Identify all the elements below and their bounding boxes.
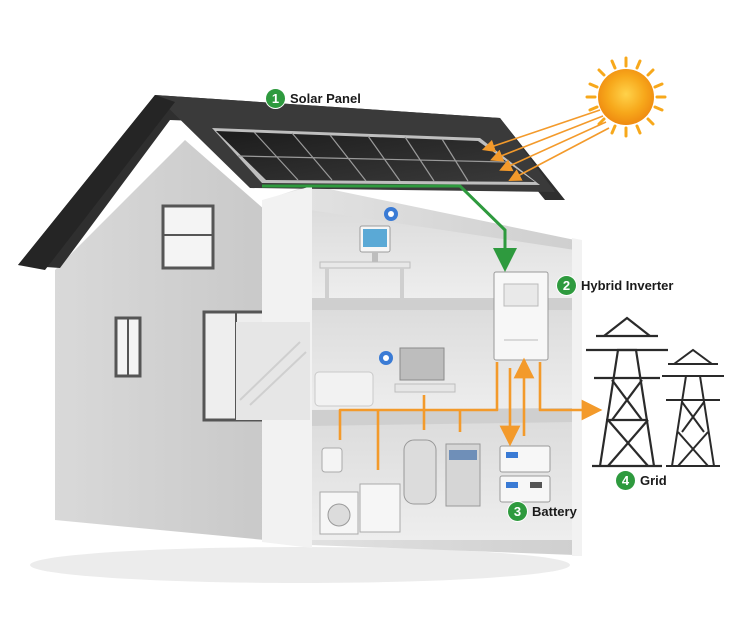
wifi-icon-middle xyxy=(379,351,393,365)
callout-solar-panel: 1 Solar Panel xyxy=(266,89,361,108)
appliances xyxy=(319,439,481,535)
callout-grid: 4 Grid xyxy=(616,471,667,490)
hybrid-inverter-unit xyxy=(493,271,549,361)
label-grid: Grid xyxy=(640,473,667,488)
roof-edge xyxy=(18,95,175,270)
desk-with-monitor xyxy=(319,225,411,298)
label-battery: Battery xyxy=(532,504,577,519)
solar-flow-line xyxy=(262,184,517,272)
step-badge-3: 3 xyxy=(508,502,527,521)
step-badge-1: 1 xyxy=(266,89,285,108)
callout-battery: 3 Battery xyxy=(508,502,577,521)
roof xyxy=(18,95,565,268)
label-hybrid-inverter: Hybrid Inverter xyxy=(581,278,674,293)
sunlight-rays xyxy=(481,109,610,181)
callout-hybrid-inverter: 2 Hybrid Inverter xyxy=(557,276,673,295)
label-solar-panel: Solar Panel xyxy=(290,91,361,106)
solar-panel-array xyxy=(212,128,540,185)
energy-flow-lines xyxy=(338,357,603,470)
wifi-icon-upper xyxy=(384,207,398,221)
ground-shadow xyxy=(30,547,570,583)
attic-window xyxy=(161,204,215,270)
living-room xyxy=(236,322,456,420)
step-badge-4: 4 xyxy=(616,471,635,490)
transmission-tower-large xyxy=(586,316,668,468)
transmission-tower-small xyxy=(662,348,724,467)
battery-units xyxy=(499,445,551,503)
sun-icon xyxy=(585,56,667,138)
side-window xyxy=(114,316,142,378)
step-badge-2: 2 xyxy=(557,276,576,295)
